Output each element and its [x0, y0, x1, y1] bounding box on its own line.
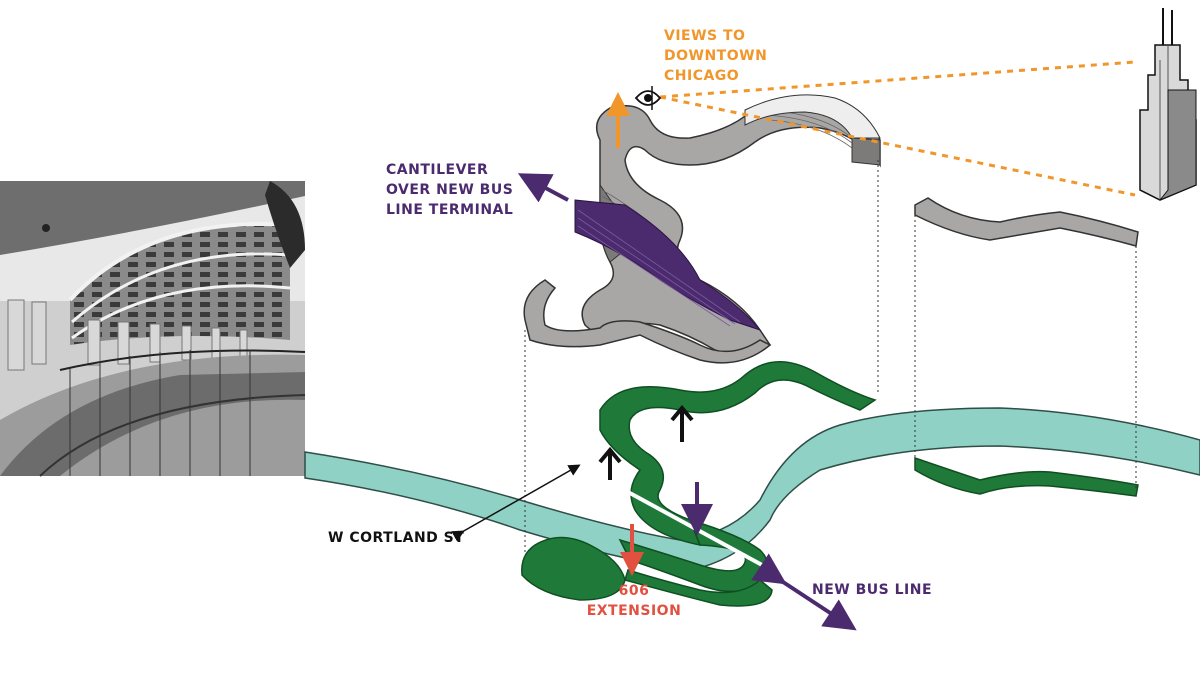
- street-label: W CORTLAND ST: [328, 530, 464, 546]
- svg-text:LINE TERMINAL: LINE TERMINAL: [386, 202, 513, 218]
- projection-lines: [524, 160, 1137, 555]
- svg-text:DOWNTOWN: DOWNTOWN: [664, 48, 767, 64]
- curved-building-photo: [0, 181, 306, 477]
- svg-text:CHICAGO: CHICAGO: [664, 68, 739, 84]
- bus-line-label: NEW BUS LINE: [812, 582, 932, 598]
- cantilever-label: CANTILEVER OVER NEW BUS LINE TERMINAL: [386, 162, 513, 218]
- svg-text:EXTENSION: EXTENSION: [587, 603, 682, 619]
- access-arrows: [598, 404, 694, 480]
- views-label: VIEWS TO DOWNTOWN CHICAGO: [664, 28, 767, 84]
- green-park-ribbon: [521, 360, 1139, 607]
- cantilever-arrow: [517, 173, 569, 203]
- svg-text:CANTILEVER: CANTILEVER: [386, 162, 488, 178]
- grey-building-east: [914, 197, 1139, 247]
- extension-label: 606 EXTENSION: [587, 583, 682, 619]
- cortland-arrow: [451, 464, 581, 542]
- grey-building: [523, 94, 881, 364]
- views-sightlines: [659, 60, 1136, 197]
- svg-text:OVER NEW BUS: OVER NEW BUS: [386, 182, 513, 198]
- eye-icon: [634, 86, 662, 110]
- svg-text:VIEWS TO: VIEWS TO: [664, 28, 745, 44]
- skyscraper-icon: [1139, 8, 1197, 201]
- bus-line-arrow: [751, 553, 857, 631]
- svg-text:606: 606: [619, 583, 650, 599]
